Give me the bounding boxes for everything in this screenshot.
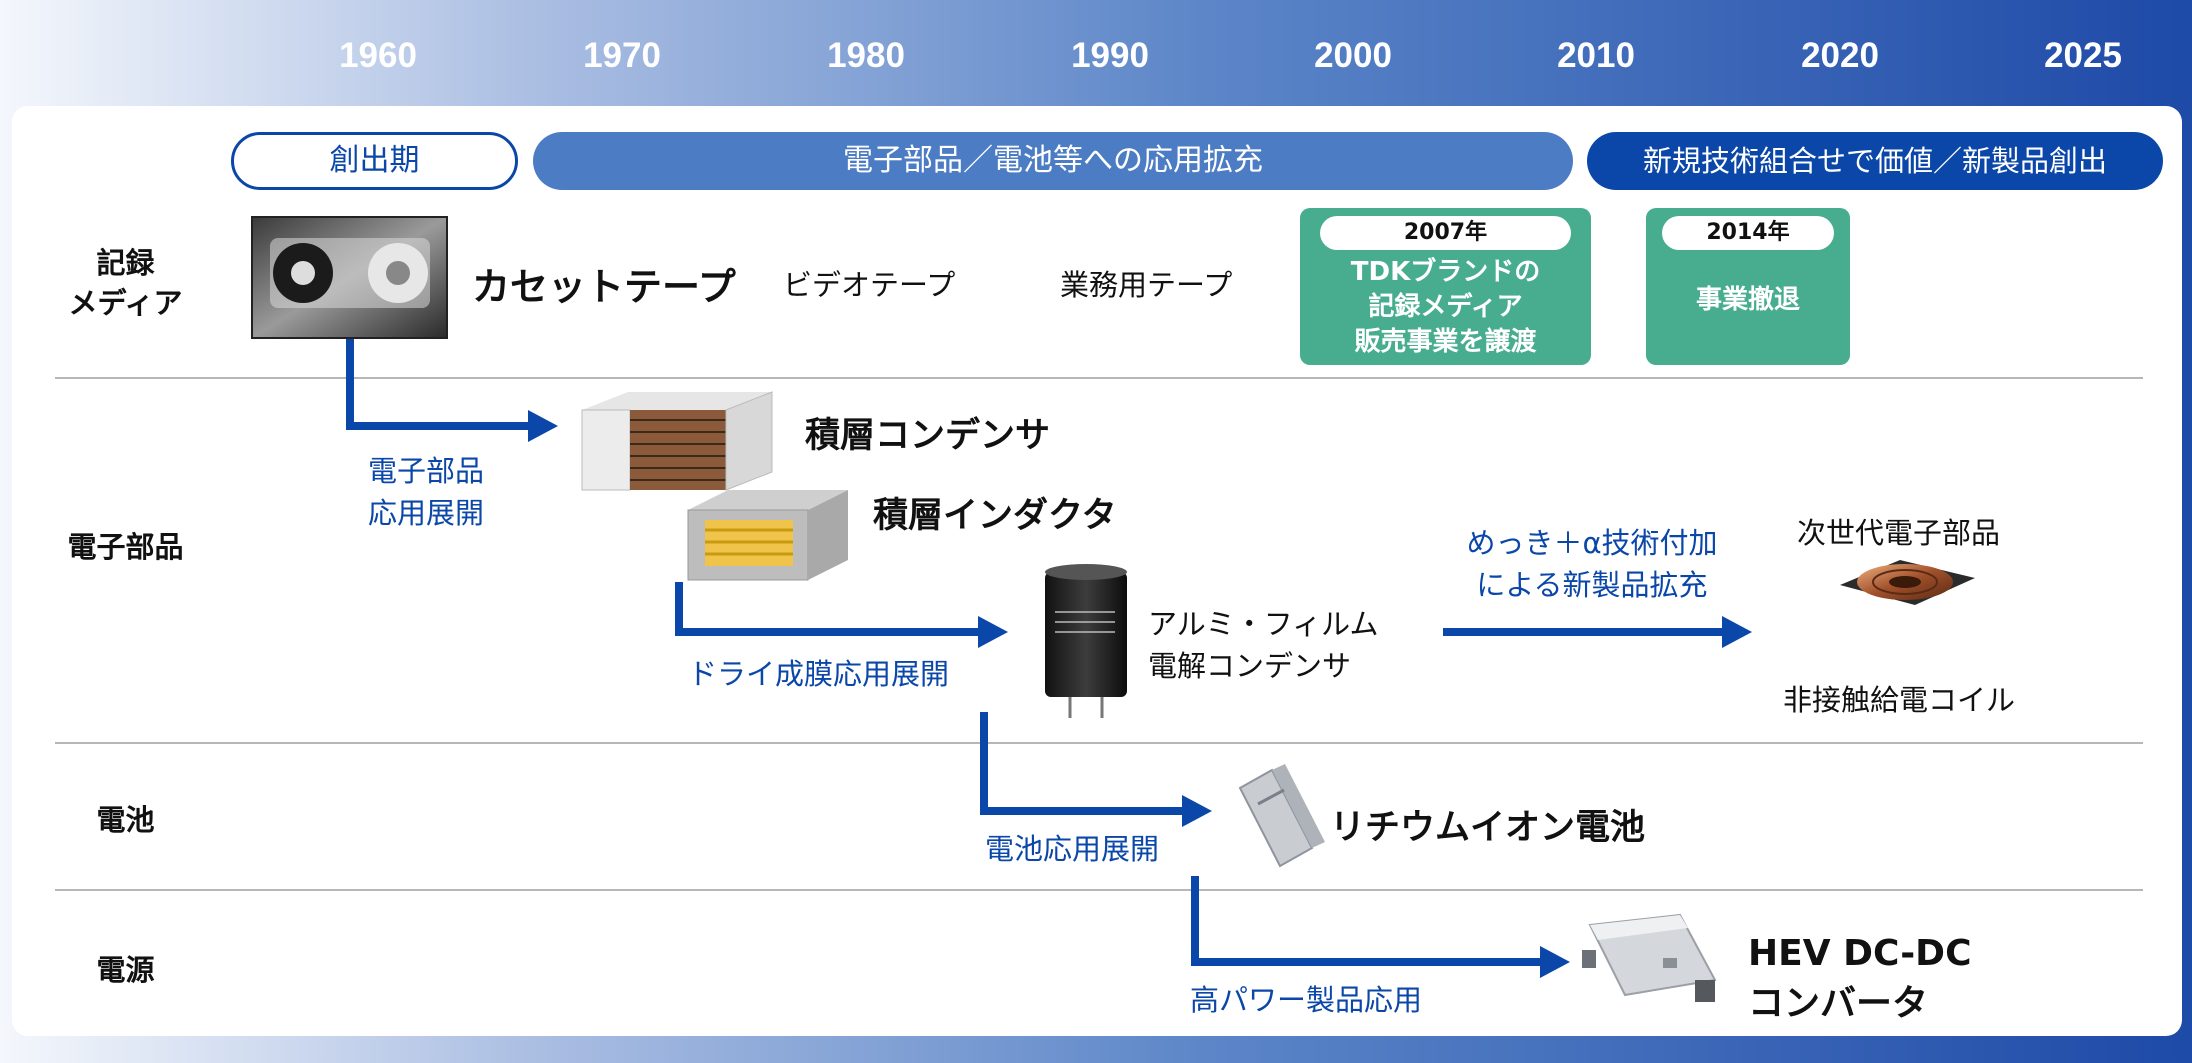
branch-components-label: 電子部品 応用展開 <box>368 450 484 534</box>
plating-line2: による新製品拡充 <box>1476 568 1708 602</box>
mlcc-image <box>581 391 773 491</box>
product-wireless-coil: 非接触給電コイル <box>1783 683 2016 717</box>
plating-line1: めっき＋α技術付加 <box>1466 526 1718 560</box>
inductor-image <box>687 490 848 581</box>
arrowhead <box>1540 946 1570 978</box>
event-2007-line3: 販売事業を譲渡 <box>1354 327 1537 357</box>
row-label-components: 電子部品 <box>67 530 184 564</box>
li-ion-battery-image <box>1238 764 1325 868</box>
flow-arrow-power <box>1191 876 1550 966</box>
row-label-power: 電源 <box>96 953 155 987</box>
row-label-recording-media: 記録 メディア <box>58 243 193 323</box>
product-alu-line1: アルミ・フィルム <box>1148 607 1379 641</box>
electrolytic-capacitor-image <box>1045 564 1127 718</box>
year-2000: 2000 <box>1314 36 1392 75</box>
cassette-tape-image <box>251 216 448 339</box>
row-label-battery: 電池 <box>96 803 155 837</box>
year-1970: 1970 <box>583 36 661 75</box>
arrowhead <box>978 616 1008 648</box>
year-1980: 1980 <box>827 36 905 75</box>
phase-new-value-creation: 新規技術組合せで価値／新製品創出 <box>1587 132 2163 190</box>
row-separator <box>55 377 2143 379</box>
flow-arrow-battery <box>980 712 1188 815</box>
event-2007-year: 2007年 <box>1320 216 1571 250</box>
product-mlcc: 積層コンデンサ <box>805 416 1051 456</box>
year-2025: 2025 <box>2044 36 2122 75</box>
product-alu-line2: 電解コンデンサ <box>1148 649 1352 683</box>
phase-creation: 創出期 <box>231 132 518 190</box>
branch-components-line1: 電子部品 <box>368 454 485 488</box>
event-2014-box: 2014年 事業撤退 <box>1646 208 1850 365</box>
year-2020: 2020 <box>1801 36 1879 75</box>
flow-arrow-dry-film <box>675 582 980 636</box>
year-1990: 1990 <box>1071 36 1149 75</box>
event-2014-text: 事業撤退 <box>1695 285 1800 315</box>
product-li-ion-battery: リチウムイオン電池 <box>1330 808 1646 848</box>
arrowhead <box>528 410 558 442</box>
arrowhead <box>1722 616 1752 648</box>
row-separator <box>55 742 2143 744</box>
event-2014-year: 2014年 <box>1662 216 1834 250</box>
product-cassette-tape: カセットテープ <box>472 265 736 309</box>
product-hev-dcdc-converter: HEV DC-DC コンバータ <box>1748 929 1972 1029</box>
row-label-media-line1: 記録 <box>96 246 155 280</box>
product-hev-line2: コンバータ <box>1748 983 1929 1024</box>
event-2007-box: 2007年 TDKブランドの 記録メディア 販売事業を譲渡 <box>1300 208 1591 365</box>
product-business-tape: 業務用テープ <box>1060 268 1233 302</box>
event-2007-line1: TDKブランドの <box>1350 257 1541 287</box>
phase-application-expansion: 電子部品／電池等への応用拡充 <box>533 132 1573 190</box>
wireless-coil-image <box>1840 560 1975 605</box>
branch-dry-film-label: ドライ成膜応用展開 <box>688 657 950 691</box>
arrowhead <box>1182 795 1212 827</box>
event-2007-line2: 記録メディア <box>1368 292 1523 322</box>
branch-battery-label: 電池応用展開 <box>985 832 1160 866</box>
product-hev-line1: HEV DC-DC <box>1748 933 1972 974</box>
branch-components-line2: 応用展開 <box>368 496 485 530</box>
next-gen-components-label: 次世代電子部品 <box>1797 516 2001 550</box>
product-inductor: 積層インダクタ <box>873 496 1117 536</box>
flow-arrow-media-to-components <box>346 338 530 430</box>
row-label-media-line2: メディア <box>68 286 183 320</box>
product-alu-film-capacitor: アルミ・フィルム 電解コンデンサ <box>1148 603 1379 687</box>
branch-power-label: 高パワー製品応用 <box>1190 983 1423 1017</box>
year-1960: 1960 <box>339 36 417 75</box>
plating-expansion-label: めっき＋α技術付加 による新製品拡充 <box>1442 522 1742 606</box>
product-video-tape: ビデオテープ <box>783 268 956 302</box>
row-separator <box>55 889 2143 891</box>
year-2010: 2010 <box>1557 36 1635 75</box>
dcdc-converter-image <box>1582 913 1717 1002</box>
